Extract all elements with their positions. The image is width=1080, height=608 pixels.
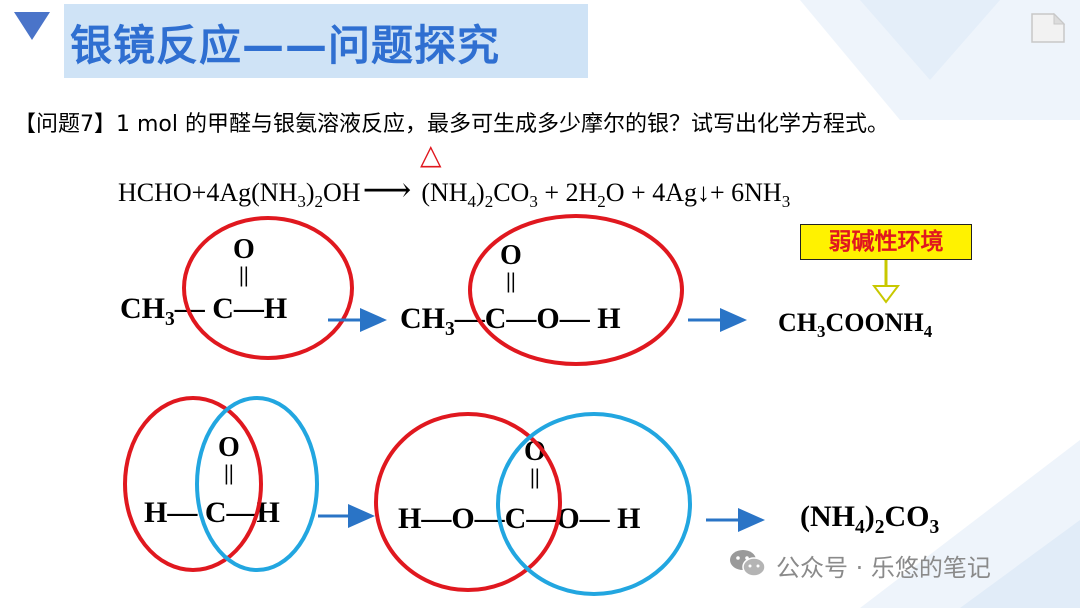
watermark-text: 公众号 · 乐悠的笔记 bbox=[776, 554, 991, 582]
document-icon bbox=[1031, 12, 1066, 43]
row1-aldehyde-circle bbox=[182, 216, 354, 360]
row2-ammonium-carbonate: (NH4)2CO3 bbox=[800, 500, 940, 538]
page-title: 银镜反应——问题探究 bbox=[70, 21, 501, 70]
row2-left-blue-circle bbox=[195, 396, 319, 572]
row1-m2-double-bond: || bbox=[506, 268, 516, 293]
chemical-equation: HCHO+4Ag(NH3)2OH⟶(NH4)2CO3 + 2H2O + 4Ag↓… bbox=[118, 172, 791, 212]
row2-m2-double-bond: || bbox=[530, 464, 540, 489]
badge-pointer-head bbox=[872, 285, 900, 304]
row1-ammonium-acetate: CH3COONH4 bbox=[778, 308, 933, 342]
triangle-bullet-icon bbox=[14, 12, 50, 40]
row2-middle-red-circle bbox=[374, 412, 562, 592]
row2-middle-blue-circle bbox=[496, 412, 692, 596]
row2-m1-oxygen: O bbox=[218, 432, 240, 463]
wechat-icon bbox=[730, 550, 766, 577]
title-bar bbox=[64, 4, 588, 78]
row1-carboxyl-circle bbox=[468, 214, 684, 366]
heat-symbol: △ bbox=[420, 138, 442, 171]
row1-m2-oxygen: O bbox=[500, 240, 522, 271]
question-text: 【问题7】1 mol 的甲醛与银氨溶液反应，最多可生成多少摩尔的银？试写出化学方… bbox=[14, 112, 889, 137]
row2-carbonic-acid: H—O—C—O— H bbox=[398, 502, 641, 535]
row1-m1-double-bond: || bbox=[239, 262, 249, 287]
row2-m2-oxygen: O bbox=[524, 436, 546, 467]
row1-acetic-acid: CH3—C—O— H bbox=[400, 302, 621, 340]
row1-m1-oxygen: O bbox=[233, 234, 255, 265]
row2-m1-double-bond: || bbox=[224, 460, 234, 485]
weak-base-badge: 弱碱性环境 bbox=[800, 224, 972, 260]
row2-left-red-circle bbox=[123, 396, 263, 572]
reaction-arrow: ⟶ bbox=[362, 172, 412, 209]
